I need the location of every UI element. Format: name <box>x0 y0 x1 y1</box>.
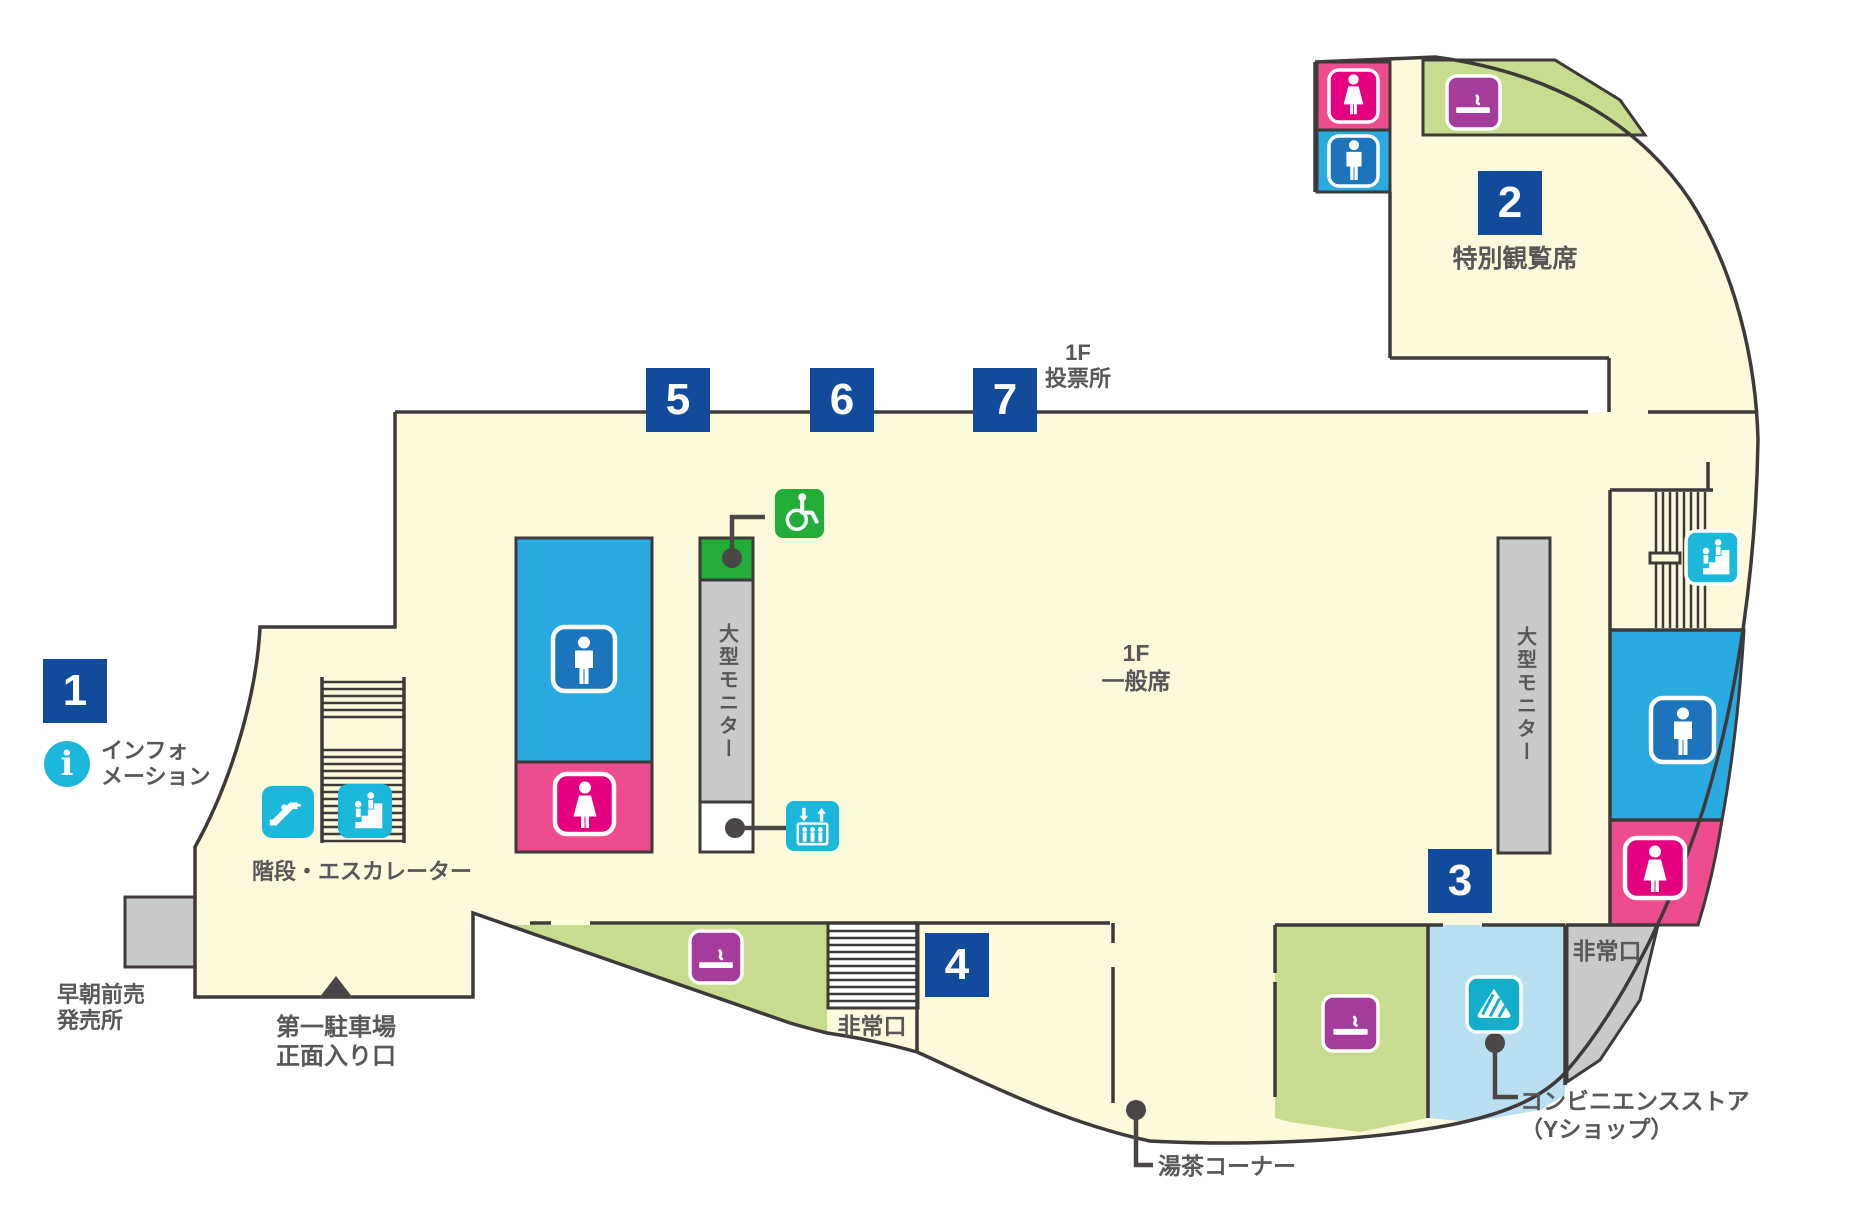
parking-line2: 正面入り口 <box>276 1042 396 1070</box>
elevator-dot <box>725 818 745 838</box>
early-ticket-line1: 早朝前売 <box>57 982 146 1007</box>
right-staircase-landing <box>1648 551 1682 565</box>
escalator-icon <box>262 786 314 838</box>
early-ticket-line2: 発売所 <box>57 1008 124 1034</box>
emergency-exit-bottom-label: 非常口 <box>837 1013 907 1039</box>
entrance-marker-icon <box>319 976 353 998</box>
general-seats-line2: 一般席 <box>1101 667 1171 694</box>
mens-toilet-icon <box>1648 695 1717 765</box>
marker-6: 6 <box>810 368 874 432</box>
special-seats-label: 特別観覧席 <box>1452 245 1578 273</box>
leader-dots <box>722 548 1505 1120</box>
stairs-icon <box>1684 529 1741 586</box>
information-label: インフォ メーション <box>101 738 211 791</box>
store-dot <box>1485 1033 1505 1053</box>
smoking-icon <box>1445 74 1502 131</box>
voting-line2: 投票所 <box>1044 366 1112 392</box>
stairs-icon <box>338 784 392 838</box>
stairs-escalator-label: 階段・エスカレーター <box>252 859 473 884</box>
monitor-left-body <box>698 578 755 804</box>
emergency-exit-right-label: 非常口 <box>1572 938 1642 964</box>
mens-toilet-icon <box>550 624 618 694</box>
general-seats-label: 1F 一般席 <box>1102 640 1171 695</box>
parking-line1: 第一駐車場 <box>276 1014 396 1041</box>
marker-3: 3 <box>1428 849 1492 913</box>
info-icon: i <box>44 741 90 787</box>
convenience-store-label: コンビニエンスストア （Yショップ） <box>1520 1088 1750 1143</box>
pictograms <box>262 68 1741 1053</box>
monitor-left-label: 大型モニター <box>715 623 738 761</box>
store-icon <box>1465 975 1523 1034</box>
smoking-icon <box>688 929 744 985</box>
elevator-icon <box>786 801 839 851</box>
wing-floor <box>1315 57 1758 470</box>
early-ticket-booth <box>123 895 197 969</box>
womens-toilet-icon <box>1622 835 1688 901</box>
right-rooms-walls <box>1608 462 1744 925</box>
stair-patterns <box>320 492 1707 1003</box>
general-seats-line1: 1F <box>1122 640 1150 666</box>
voting-line1: 1F <box>1065 340 1091 365</box>
monitor-right-body <box>1496 536 1552 855</box>
early-ticket-label: 早朝前売 発売所 <box>57 982 145 1035</box>
convenience-line2: （Yショップ） <box>1520 1115 1674 1142</box>
voting-label: 1F 投票所 <box>1045 340 1111 393</box>
right-section-walls <box>1273 923 1658 1118</box>
walls <box>193 55 1760 1145</box>
mens-toilet-icon <box>1327 134 1380 188</box>
tea-corner-leader <box>1133 1112 1153 1168</box>
leader-lines <box>729 514 1518 1168</box>
wheelchair-dot <box>722 548 742 568</box>
smoking-icon <box>1321 994 1380 1053</box>
parking-entrance-label: 第一駐車場 正面入り口 <box>276 1014 396 1072</box>
convenience-line1: コンビニエンスストア <box>1520 1088 1750 1114</box>
wheelchair-leader <box>729 514 765 552</box>
wheelchair-icon <box>775 489 824 538</box>
store-leader <box>1492 1045 1518 1100</box>
left-staircase-rails <box>320 677 406 843</box>
wing-walls <box>1313 62 1611 412</box>
marker-4: 4 <box>925 933 989 997</box>
womens-toilet-icon <box>552 771 617 837</box>
outer-wall <box>193 55 1760 1145</box>
tea-corner-label: 湯茶コーナー <box>1158 1153 1296 1179</box>
womens-toilet-icon <box>1327 68 1380 124</box>
marker-1: 1 <box>43 659 107 723</box>
marker-7: 7 <box>973 368 1037 432</box>
bottom-staircase-treads <box>828 929 918 1003</box>
information-line1: インフォ <box>101 738 189 763</box>
marker-2: 2 <box>1478 171 1542 235</box>
information-line2: メーション <box>101 764 211 790</box>
marker-5: 5 <box>646 368 710 432</box>
tea-corner-dot <box>1126 1100 1146 1120</box>
monitor-right-label: 大型モニター <box>1513 626 1536 764</box>
